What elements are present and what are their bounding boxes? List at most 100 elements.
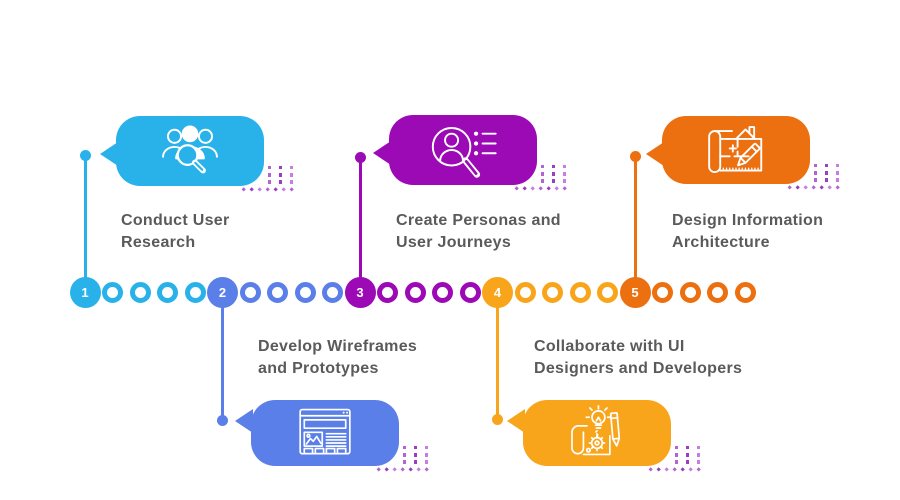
decor-dot [514, 185, 520, 191]
decor-dot [563, 165, 567, 169]
decor-dot [819, 184, 825, 190]
decor-dot [425, 460, 429, 464]
decor-dot [656, 466, 662, 472]
connector-dot [354, 151, 366, 163]
decor-dot [697, 460, 701, 464]
decor-dot [787, 184, 793, 190]
connector-line [496, 292, 499, 419]
decor-dot [400, 466, 406, 472]
decor-dot [257, 186, 263, 192]
decor-dot [552, 172, 556, 176]
decor-dot [541, 165, 545, 169]
decor-dot [425, 446, 429, 450]
decor-dot [675, 446, 679, 450]
decor-dot [688, 466, 694, 472]
decor-dots [786, 164, 846, 192]
decor-dot [403, 453, 407, 457]
decor-dot [696, 466, 702, 472]
decor-dot [814, 164, 818, 168]
timeline-ring [129, 281, 151, 303]
decor-dot [290, 173, 294, 177]
decor-dots [375, 446, 435, 474]
decor-dot [697, 446, 701, 450]
decor-dot [289, 186, 295, 192]
connector-line [358, 157, 362, 292]
decor-dot [836, 164, 840, 168]
decor-dot [241, 186, 247, 192]
timeline-node-3: 3 [344, 276, 376, 308]
step-4-bubble [507, 400, 671, 466]
decor-dot [811, 184, 817, 190]
step-5-bubble [646, 116, 810, 184]
decor-dot [279, 166, 283, 170]
step-2-bubble [235, 400, 399, 466]
decor-dot [672, 466, 678, 472]
decor-dot [424, 466, 430, 472]
decor-dot [530, 185, 536, 191]
decor-dot [403, 446, 407, 450]
decor-dot [290, 166, 294, 170]
decor-dot [522, 185, 528, 191]
personas-icon [431, 126, 497, 178]
decor-dots [513, 165, 573, 193]
decor-dot [562, 185, 568, 191]
decor-dot [408, 466, 414, 472]
decor-dot [680, 466, 686, 472]
timeline-ring [404, 281, 426, 303]
decor-dot [290, 180, 294, 184]
timeline-ring [707, 281, 728, 303]
timeline-ring [102, 281, 123, 303]
decor-dot [541, 172, 545, 176]
decor-dot [281, 186, 287, 192]
decor-dot [414, 446, 418, 450]
timeline-node-1: 1 [69, 276, 101, 308]
decor-dot [814, 178, 818, 182]
decor-dot [538, 185, 544, 191]
decor-dot [554, 185, 560, 191]
bubble-tail [235, 409, 253, 433]
decor-dot [268, 173, 272, 177]
timeline-ring [542, 281, 563, 303]
connector-dot [79, 149, 91, 161]
decor-dot [648, 466, 654, 472]
wireframe-icon [299, 408, 351, 455]
timeline-node-5: 5 [619, 276, 651, 308]
decor-dot [803, 184, 809, 190]
decor-dot [686, 460, 690, 464]
decor-dot [416, 466, 422, 472]
timeline-ring [459, 281, 481, 303]
user-research-icon [162, 125, 218, 174]
timeline-ring [184, 281, 206, 303]
collaborate-icon [571, 405, 621, 456]
decor-dot [686, 446, 690, 450]
timeline-ring [597, 281, 618, 303]
timeline-node-4: 4 [482, 276, 513, 308]
timeline-ring [569, 281, 591, 303]
timeline-ring [322, 281, 343, 303]
connector-line [221, 292, 224, 420]
decor-dot [552, 165, 556, 169]
decor-dot [403, 460, 407, 464]
step-3-bubble [373, 115, 537, 185]
connector-dot [217, 414, 228, 426]
decor-dot [825, 178, 829, 182]
timeline-ring [734, 281, 756, 303]
decor-dot [268, 166, 272, 170]
decor-dot [552, 179, 556, 183]
timeline-ring [432, 281, 453, 303]
timeline-ring [239, 281, 261, 303]
decor-dot [273, 186, 279, 192]
timeline-ring [514, 281, 536, 303]
decor-dot [825, 171, 829, 175]
decor-dot [279, 180, 283, 184]
bubble-tail [373, 141, 391, 165]
connector-dot [492, 413, 503, 425]
decor-dot [814, 171, 818, 175]
decor-dot [675, 460, 679, 464]
